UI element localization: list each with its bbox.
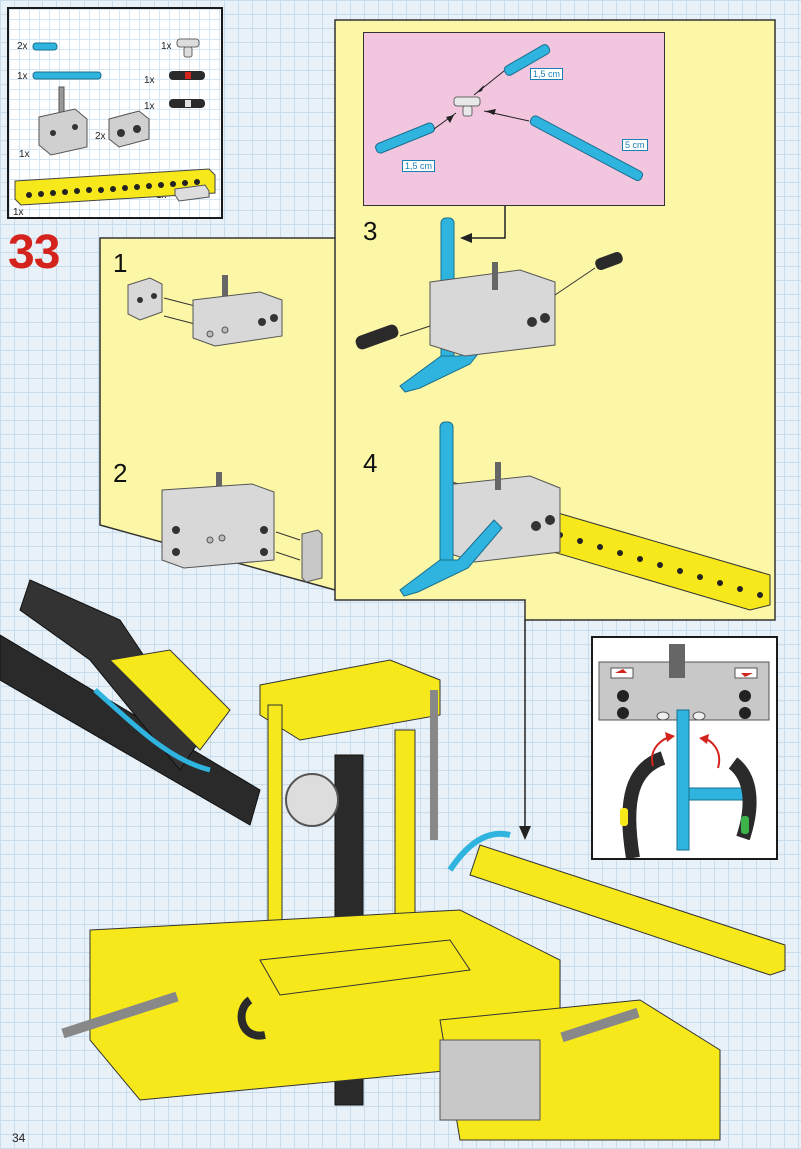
step-number: 33 <box>8 226 60 279</box>
qty-label: 1x <box>161 41 172 52</box>
qty-label: 1x <box>17 71 28 82</box>
sub-step-3-label: 3 <box>363 216 378 246</box>
tube-diagram <box>375 44 644 182</box>
qty-label: 2x <box>95 131 106 142</box>
hose-connection-detail <box>591 636 778 860</box>
parts-list-box: 2x 1x 1x 1x 1x 2x 1x 1x 1x <box>7 7 223 219</box>
qty-label: 1x <box>19 149 30 160</box>
qty-label: 2x <box>17 41 28 52</box>
tube-cutting-diagram: 1,5 cm 1,5 cm 5 cm <box>363 32 665 206</box>
tube-length-right: 5 cm <box>622 139 648 151</box>
detail-illustration <box>598 644 770 858</box>
page-number: 34 <box>12 1131 26 1145</box>
main-model-illustration <box>0 579 786 1141</box>
parts-illustration <box>14 38 216 206</box>
qty-label: 1x <box>144 101 155 112</box>
sub-step-2-label: 2 <box>113 458 128 488</box>
sub-step-1-label: 1 <box>113 248 128 278</box>
tube-length-left: 1,5 cm <box>402 160 436 172</box>
sub-step-4-label: 4 <box>363 448 378 478</box>
qty-label: 1x <box>144 75 155 86</box>
tube-length-top: 1,5 cm <box>530 68 564 80</box>
qty-label: 1x <box>13 207 24 218</box>
